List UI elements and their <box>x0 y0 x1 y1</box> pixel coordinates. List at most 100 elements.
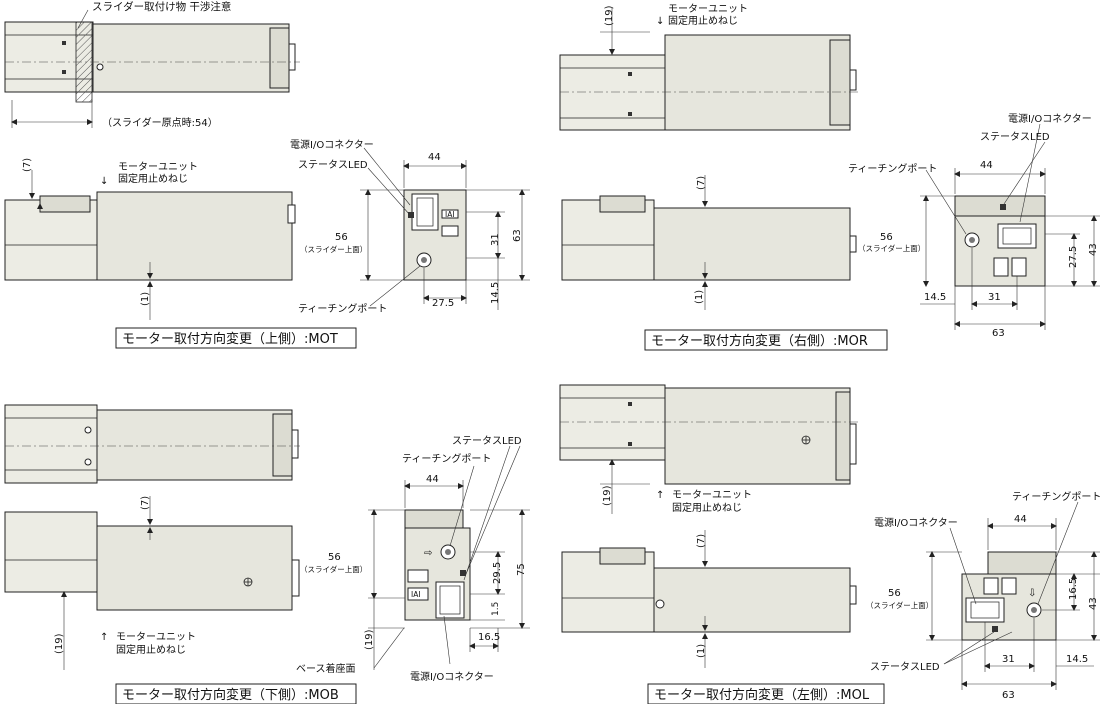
mol-dim-1: (1) <box>696 644 707 658</box>
status-led-icon <box>460 570 466 576</box>
svg-text:IAI: IAI <box>445 210 455 219</box>
mol-slider-top-56: 56 <box>888 588 901 599</box>
mob-dim-44: 44 <box>426 474 439 485</box>
mob-dim-19a: (19) <box>54 633 65 654</box>
mor-dim-63: 63 <box>992 328 1005 339</box>
mor-dim-7: (7) <box>696 176 707 190</box>
mot-dim-27-5: 27.5 <box>432 298 454 309</box>
mot-caption-box <box>115 327 357 349</box>
mor-end-view: 44 27.5 43 14.5 31 63 56 （スライダー上面） 電源I/O… <box>848 112 1100 339</box>
mol-teaching-port-label: ティーチングポート <box>1012 490 1101 503</box>
mol-dim-44: 44 <box>1014 514 1027 525</box>
svg-text:↓: ↓ <box>100 176 108 187</box>
mot-slider-top-56: 56 <box>335 232 348 243</box>
mor-slider-top-label: （スライダー上面） <box>858 243 925 253</box>
iai-logo <box>983 577 999 595</box>
mot-dim-63: 63 <box>512 229 523 242</box>
mol-dim-31: 31 <box>1002 654 1015 665</box>
power-io-connector <box>411 193 439 231</box>
mob-slider-top-56: 56 <box>328 552 341 563</box>
quadrant-mol: (19) ↑ モーターユニット 固定用止めねじ (7) (1) <box>559 384 1101 704</box>
mot-dim-14-5: 14.5 <box>490 282 501 304</box>
power-io-connector <box>997 223 1037 249</box>
mor-teaching-port-label: ティーチングポート <box>848 162 937 175</box>
mob-top-view <box>4 404 300 484</box>
mot-dim-1: (1) <box>140 292 151 306</box>
mot-teaching-port-label: ティーチングポート <box>298 302 387 315</box>
mor-side-view: (7) (1) <box>561 175 857 310</box>
mor-top-view: (19) ↓ モーターユニット 固定用止めねじ <box>559 3 860 131</box>
mor-dim-44: 44 <box>980 160 993 171</box>
mor-dim-19: (19) <box>604 5 615 26</box>
screw-icon <box>96 63 104 71</box>
iai-logo <box>407 587 429 601</box>
mor-status-led-label: ステータスLED <box>980 131 1050 143</box>
quadrant-mot: スライダー取付け物 干渉注意 （スライダー原点時:54） (7) (1) ↓ モ… <box>4 0 530 349</box>
mot-dim-7: (7) <box>22 158 33 172</box>
mot-slider-origin-label: （スライダー原点時:54） <box>102 116 218 129</box>
mob-caption: モーター取付方向変更（下側）:MOB <box>122 687 339 703</box>
status-led-icon <box>1000 204 1006 210</box>
mob-motor-unit-label-2: 固定用止めねじ <box>116 643 186 656</box>
mob-end-view: ⇨ IAI 44 29.5 1.5 75 16.5 <box>296 435 530 683</box>
mol-top-view: (19) ↑ モーターユニット 固定用止めねじ <box>559 384 860 514</box>
mor-power-io-label: 電源I/Oコネクター <box>1008 112 1092 125</box>
mot-dim-44: 44 <box>428 152 441 163</box>
mol-end-view: ⇩ 44 16.5 43 31 14.5 63 <box>866 490 1101 701</box>
mob-dim-29-5: 29.5 <box>492 562 503 584</box>
mob-base-surface-label: ベース着座面 <box>296 662 356 675</box>
mor-dim-14-5: 14.5 <box>924 292 946 303</box>
mol-side-view: (7) (1) <box>561 530 857 668</box>
mol-motor-unit-label-1: モーターユニット <box>672 489 752 501</box>
mob-dim-75: 75 <box>516 563 527 576</box>
mot-side-view: (7) (1) ↓ モーターユニット 固定用止めねじ <box>4 158 296 320</box>
iai-logo <box>441 209 459 219</box>
mob-status-led-label: ステータスLED <box>452 435 522 447</box>
iai-logo <box>1011 257 1027 277</box>
mob-caption-box <box>115 683 357 704</box>
power-io-connector <box>965 597 1005 623</box>
mol-caption: モーター取付方向変更（左側）:MOL <box>654 687 870 703</box>
power-io-connector <box>435 581 465 619</box>
mot-power-io-label: 電源I/Oコネクター <box>290 138 374 151</box>
svg-text:↑: ↑ <box>100 632 108 643</box>
mol-dim-14-5: 14.5 <box>1066 654 1088 665</box>
mot-slider-top-label: （スライダー上面） <box>300 244 367 254</box>
mor-motor-unit-label-1: モーターユニット <box>668 3 748 15</box>
mol-power-io-label: 電源I/Oコネクター <box>874 516 958 529</box>
mob-slider-top-label: （スライダー上面） <box>300 564 367 574</box>
mol-caption-box <box>647 683 885 704</box>
status-led-icon <box>408 212 414 218</box>
mol-dim-19: (19) <box>602 485 613 506</box>
mor-motor-unit-label-2: 固定用止めねじ <box>668 14 738 27</box>
mob-motor-unit-label-1: モーターユニット <box>116 631 196 643</box>
mol-dim-16-5: 16.5 <box>1068 578 1079 600</box>
svg-text:IAI: IAI <box>411 590 421 599</box>
mot-end-view: IAI 44 31 63 14.5 27.5 5 <box>290 138 530 315</box>
svg-text:↑: ↑ <box>656 490 664 501</box>
mob-dim-16-5: 16.5 <box>478 632 500 643</box>
mob-dim-7: (7) <box>140 496 151 510</box>
mot-caption: モーター取付方向変更（上側）:MOT <box>122 331 338 347</box>
mob-dim-19b: (19) <box>364 629 375 650</box>
mot-dim-31: 31 <box>490 233 501 246</box>
mob-side-view: (7) (19) ↑ モーターユニット 固定用止めねじ <box>4 496 300 670</box>
quadrant-mor: (19) ↓ モーターユニット 固定用止めねじ (7) (1) <box>559 3 1100 351</box>
mor-dim-1: (1) <box>694 290 705 304</box>
mot-motor-unit-label-2: 固定用止めねじ <box>118 172 188 185</box>
mol-dim-7: (7) <box>696 534 707 548</box>
mol-dim-63: 63 <box>1002 690 1015 701</box>
mot-motor-unit-label-1: モーターユニット <box>118 161 198 173</box>
svg-text:⇨: ⇨ <box>424 548 432 559</box>
status-led-icon <box>992 626 998 632</box>
svg-text:⇩: ⇩ <box>1028 588 1036 599</box>
mot-slider-interference-label: スライダー取付け物 干渉注意 <box>92 0 231 13</box>
mob-power-io-label: 電源I/Oコネクター <box>410 670 494 683</box>
mot-top-view: スライダー取付け物 干渉注意 （スライダー原点時:54） <box>4 0 300 129</box>
mol-dim-43: 43 <box>1088 597 1099 610</box>
mot-status-led-label: ステータスLED <box>298 159 368 171</box>
mob-teaching-port-label: ティーチングポート <box>402 452 491 465</box>
mol-motor-unit-label-2: 固定用止めねじ <box>672 501 742 514</box>
mor-slider-top-56: 56 <box>880 232 893 243</box>
